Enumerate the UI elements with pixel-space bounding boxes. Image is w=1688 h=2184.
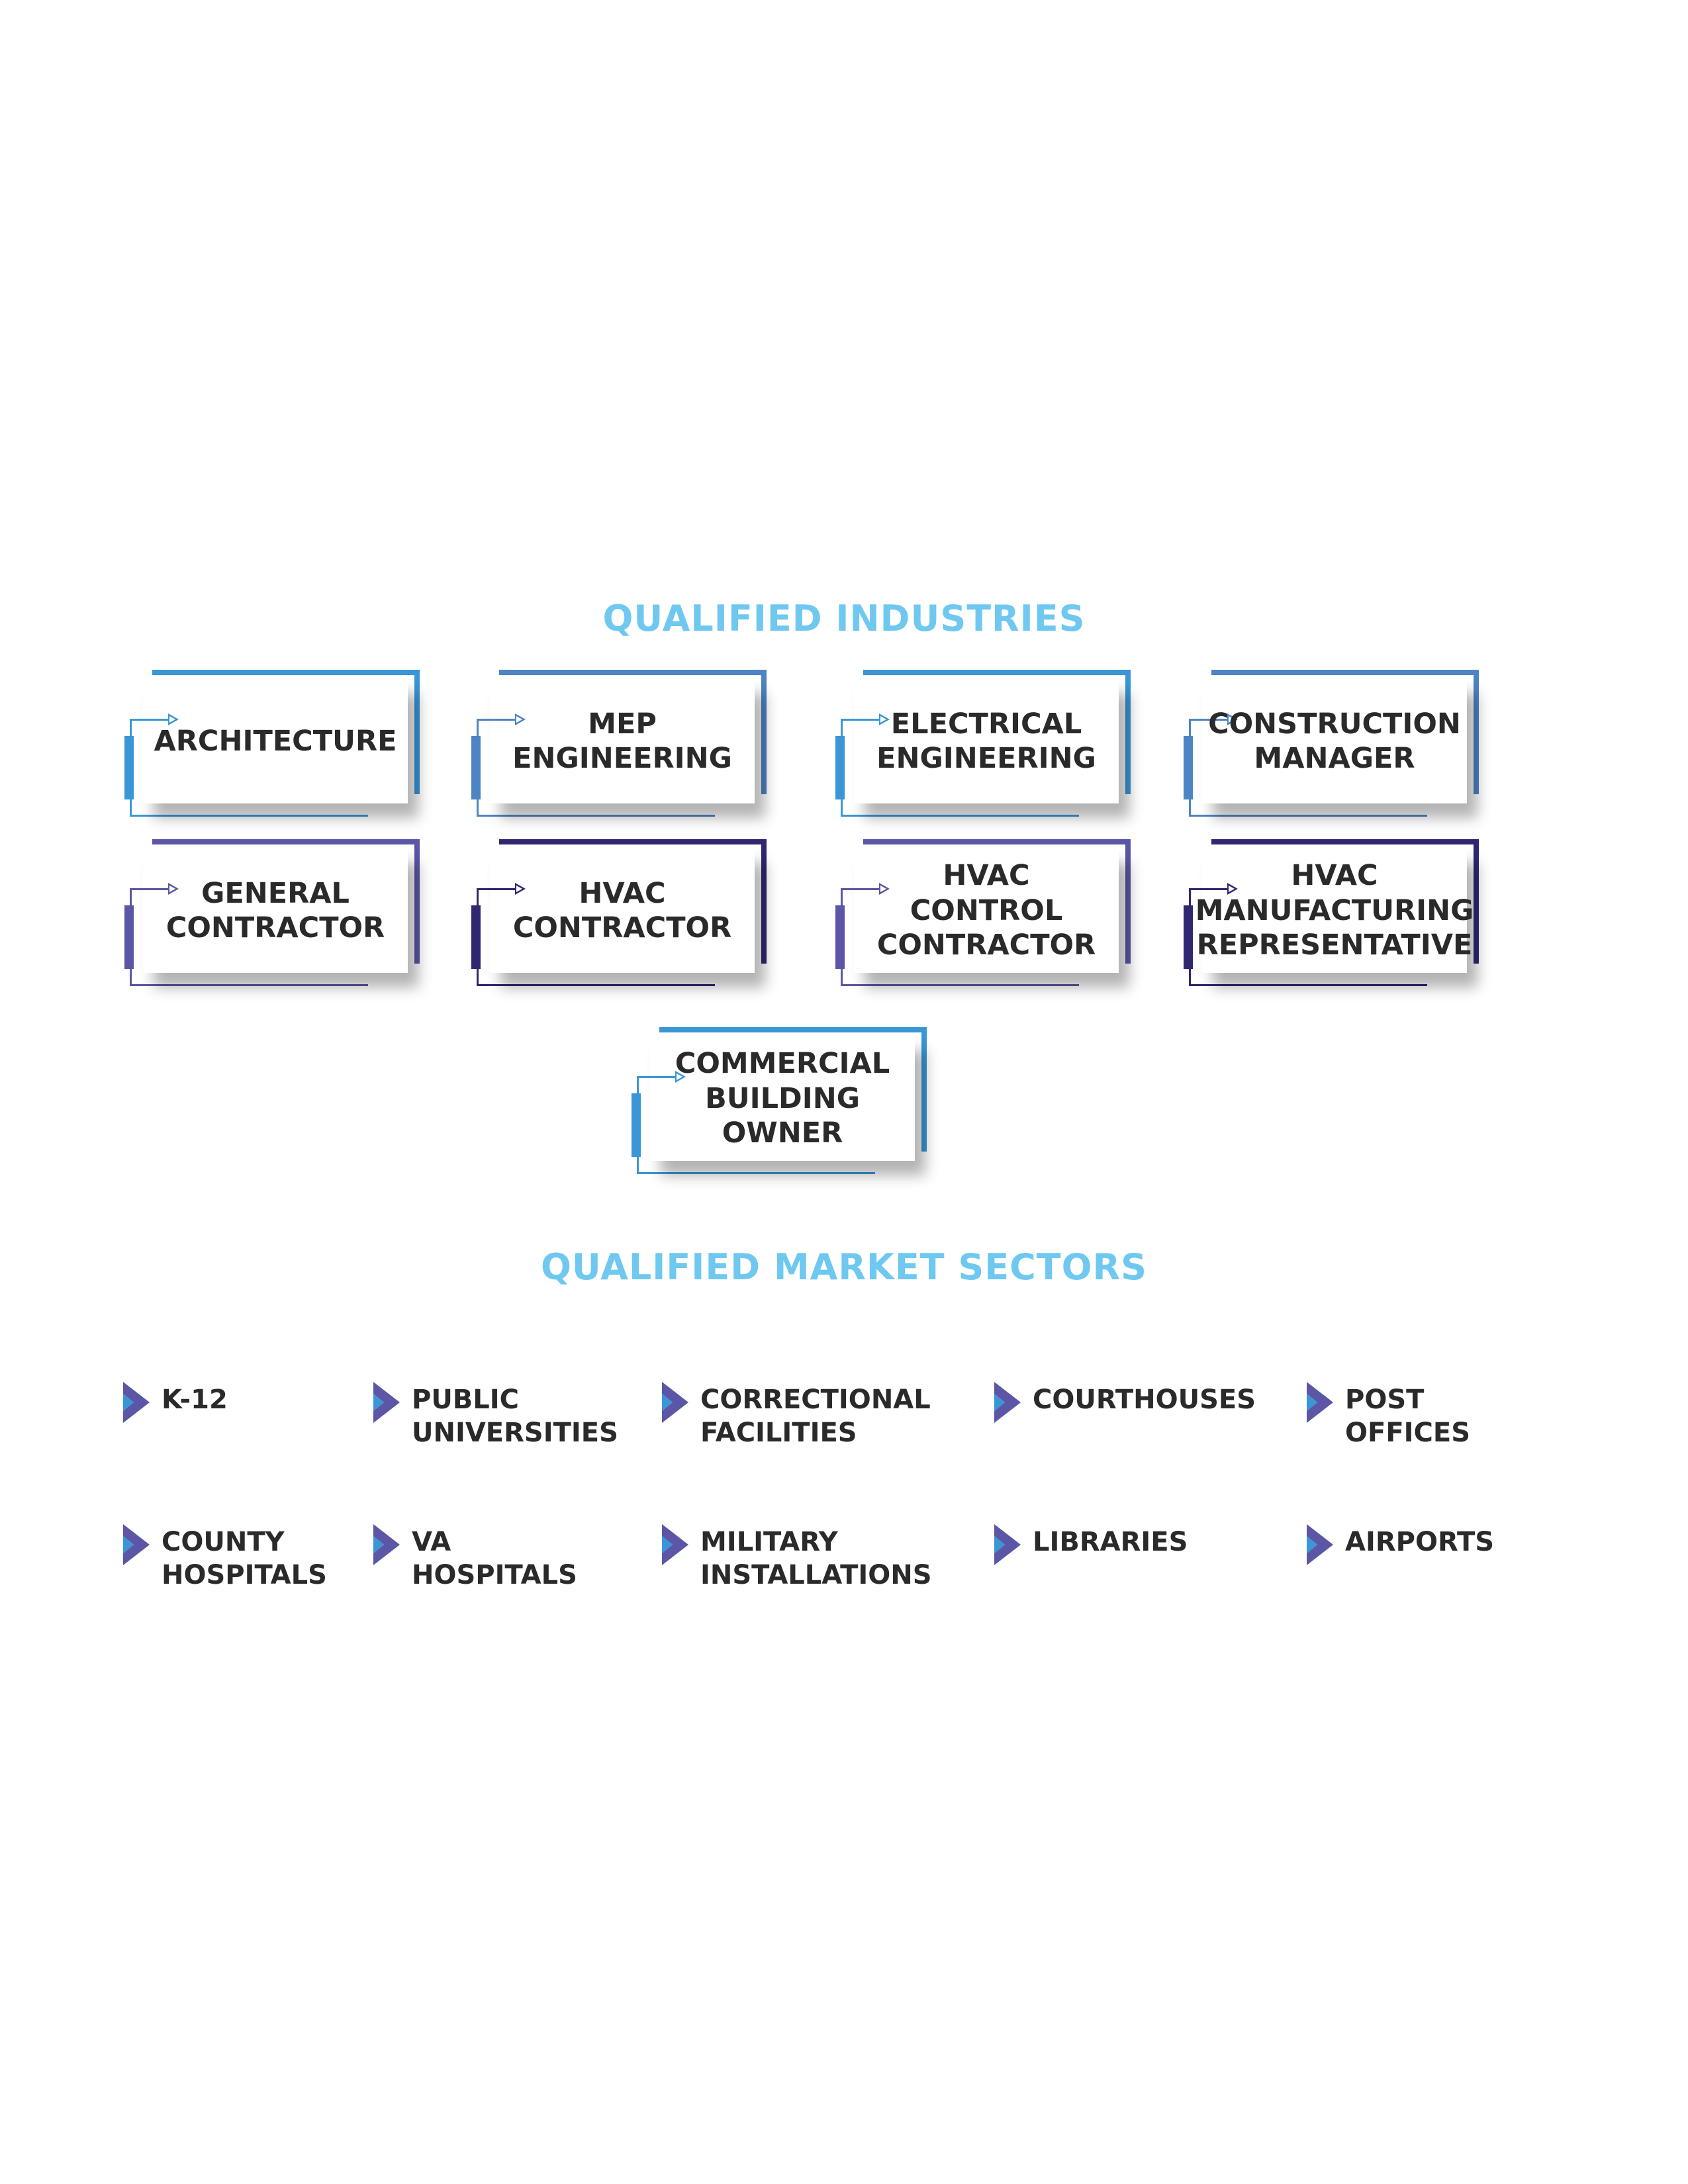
card-accent-tab [471,736,481,799]
arrow-right-icon [879,883,890,895]
card-accent-tab [835,736,845,799]
sector-label: MILITARY INSTALLATIONS [700,1527,932,1590]
industry-label: COMMERCIAL BUILDING OWNER [675,1047,890,1150]
industry-label: CONSTRUCTION MANAGER [1208,707,1461,775]
chevron-right-icon [123,1382,150,1423]
industry-label: HVAC CONTROL CONTRACTOR [876,859,1096,962]
card-panel [490,848,755,973]
card-accent-tab [835,905,845,969]
industry-card: ARCHITECTURE [124,670,420,829]
chevron-right-icon [994,1382,1021,1423]
arrow-right-icon [515,883,526,895]
sector-item: AIRPORTS [1304,1524,1495,1567]
industry-label: ELECTRICAL ENGINEERING [876,707,1096,775]
card-frame [863,670,1131,794]
card-accent-tab [1184,905,1193,969]
chevron-right-icon [662,1524,688,1565]
arrow-right-icon [675,1071,686,1083]
card-panel [490,679,755,803]
connector-line [477,888,518,890]
industry-label: HVAC MANUFACTURING REPRESENTATIVE [1195,859,1474,962]
sector-label: LIBRARIES [1033,1527,1188,1557]
industry-label: ARCHITECTURE [154,724,397,758]
industry-card: HVAC MANUFACTURING REPRESENTATIVE [1184,839,1479,998]
card-accent-tab [471,905,481,969]
sector-item: K-12 [120,1382,228,1424]
industry-card: ELECTRICAL ENGINEERING [835,670,1131,829]
industry-label: GENERAL CONTRACTOR [165,876,385,944]
industry-card: HVAC CONTROL CONTRACTOR [835,839,1131,998]
card-accent-tab [1184,736,1193,799]
sector-label: POST OFFICES [1345,1385,1471,1448]
chevron-right-icon [373,1524,400,1565]
card-panel [650,1036,915,1161]
chevron-right-icon [1307,1382,1333,1423]
chevron-right-icon [662,1382,688,1423]
industry-card: CONSTRUCTION MANAGER [1184,670,1479,829]
card-frame [152,670,420,794]
card-panel [854,848,1119,973]
industry-card: HVAC CONTRACTOR [471,839,767,998]
industry-label: MEP ENGINEERING [512,707,732,775]
card-accent-tab [124,905,134,969]
card-frame [1211,839,1479,964]
card-frame [863,839,1131,964]
arrow-right-icon [168,713,179,725]
arrow-right-icon [1227,713,1238,725]
card-accent-tab [124,736,134,799]
sector-item: COURTHOUSES [992,1382,1256,1424]
card-panel [1202,679,1467,803]
connector-line [1189,888,1230,890]
industry-label: HVAC CONTRACTOR [512,876,732,944]
arrow-right-icon [168,883,179,895]
connector-line [130,719,171,721]
connector-line [637,1076,678,1078]
sectors-title: QUALIFIED MARKET SECTORS [541,1246,1147,1288]
chevron-right-icon [373,1382,400,1423]
sector-item: PUBLIC UNIVERSITIES [371,1382,618,1449]
sector-label: VA HOSPITALS [412,1527,577,1590]
sector-label: PUBLIC UNIVERSITIES [412,1385,618,1448]
sector-item: CORRECTIONAL FACILITIES [659,1382,931,1449]
sector-item: POST OFFICES [1304,1382,1471,1449]
card-panel [1202,848,1467,973]
sector-label: AIRPORTS [1345,1527,1495,1557]
connector-line [1189,719,1230,721]
card-accent-tab [632,1093,641,1157]
industry-card: COMMERCIAL BUILDING OWNER [632,1027,927,1186]
card-panel [143,848,408,973]
arrow-right-icon [515,713,526,725]
sector-item: LIBRARIES [992,1524,1188,1567]
connector-line [841,888,882,890]
sector-item: COUNTY HOSPITALS [120,1524,327,1592]
card-frame [659,1027,927,1152]
industry-card: GENERAL CONTRACTOR [124,839,420,998]
arrow-right-icon [879,713,890,725]
connector-line [130,888,171,890]
connector-line [841,719,882,721]
sector-label: K-12 [162,1385,228,1415]
chevron-right-icon [994,1524,1021,1565]
sector-label: CORRECTIONAL FACILITIES [700,1385,931,1448]
card-frame [499,670,767,794]
industry-card: MEP ENGINEERING [471,670,767,829]
chevron-right-icon [123,1524,150,1565]
connector-line [477,719,518,721]
card-panel [143,679,408,803]
card-frame [1211,670,1479,794]
card-frame [499,839,767,964]
sector-label: COURTHOUSES [1033,1385,1256,1415]
industries-title: QUALIFIED INDUSTRIES [602,598,1086,639]
card-panel [854,679,1119,803]
arrow-right-icon [1227,883,1238,895]
card-frame [152,839,420,964]
sector-item: MILITARY INSTALLATIONS [659,1524,932,1592]
sector-label: COUNTY HOSPITALS [162,1527,327,1590]
sector-item: VA HOSPITALS [371,1524,577,1592]
chevron-right-icon [1307,1524,1333,1565]
